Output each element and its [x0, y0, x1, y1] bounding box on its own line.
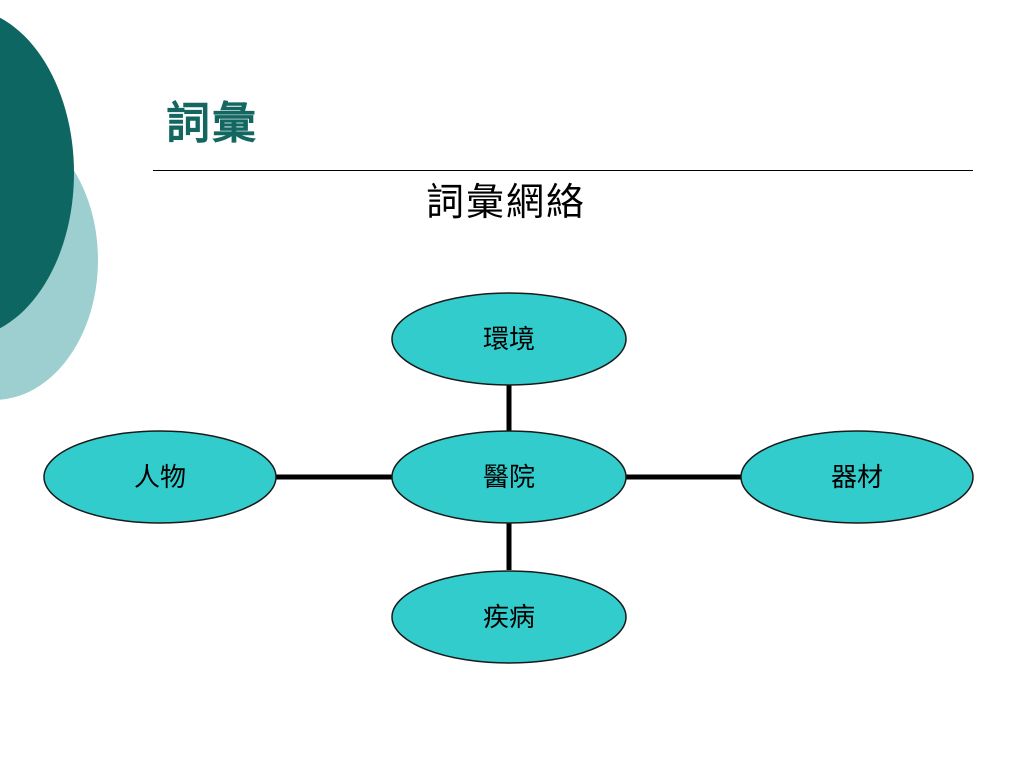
- node-left-shape: [43, 430, 277, 524]
- slide-title: 詞彙: [166, 98, 258, 149]
- node-left: 人物: [43, 430, 277, 524]
- node-right-shape: [740, 430, 974, 524]
- title-underline: [153, 170, 973, 171]
- node-bottom: 疾病: [391, 570, 627, 664]
- node-right: 器材: [740, 430, 974, 524]
- node-left-label: 人物: [134, 463, 186, 493]
- node-right-label: 器材: [831, 463, 883, 493]
- node-bottom-shape: [391, 570, 627, 664]
- node-bottom-label: 疾病: [483, 603, 535, 633]
- node-top-shape: [391, 292, 627, 386]
- node-top-label: 環境: [483, 325, 535, 355]
- diagram-heading: 詞彙網絡: [425, 180, 586, 224]
- node-center: 醫院: [391, 430, 627, 524]
- node-top: 環境: [391, 292, 627, 386]
- node-center-shape: [391, 430, 627, 524]
- node-center-label: 醫院: [483, 463, 535, 493]
